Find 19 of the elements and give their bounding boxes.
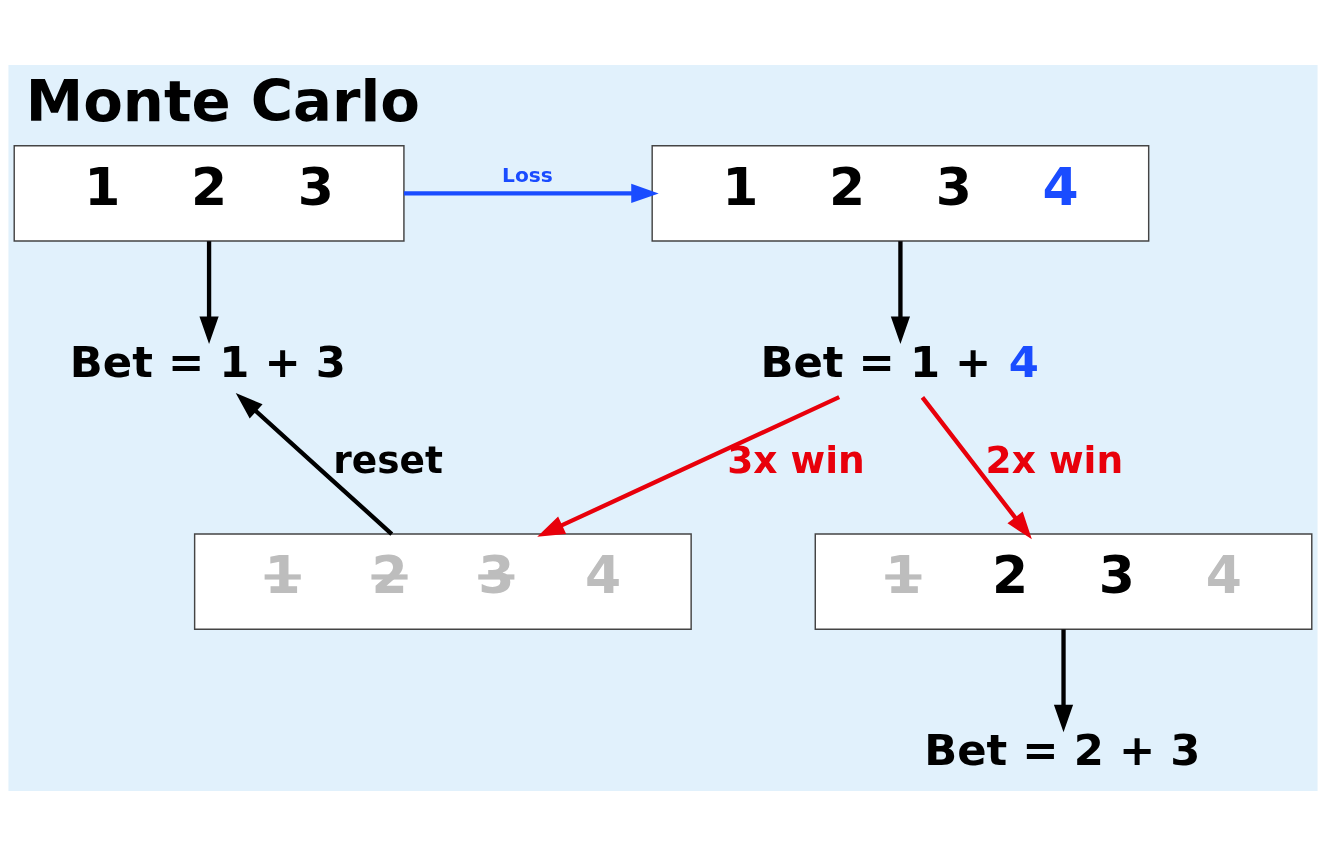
node-box: 1 2 3 4 bbox=[651, 144, 1150, 242]
arrow bbox=[1053, 628, 1074, 732]
node-text: Bet = 1 + 4 bbox=[760, 336, 1039, 387]
arrow bbox=[920, 395, 1032, 539]
edge-label: 3x win bbox=[727, 437, 865, 482]
node-box: 1 2 3 4 bbox=[193, 532, 692, 630]
arrow bbox=[235, 392, 394, 536]
arrow bbox=[890, 240, 911, 344]
arrow bbox=[199, 240, 219, 344]
node-box: 1 2 3 4 bbox=[814, 532, 1313, 630]
node-text: Bet = 1 + 3 bbox=[69, 336, 346, 387]
arrow bbox=[403, 183, 659, 203]
edge-label: 2x win bbox=[985, 437, 1124, 482]
edge-label: Loss bbox=[502, 162, 553, 187]
node-text: Bet = 2 + 3 bbox=[924, 724, 1201, 775]
diagram-title: Monte Carlo bbox=[25, 66, 420, 135]
node-box: 1 2 3 bbox=[13, 144, 405, 242]
arrow bbox=[537, 394, 841, 537]
edge-label: reset bbox=[333, 437, 443, 482]
